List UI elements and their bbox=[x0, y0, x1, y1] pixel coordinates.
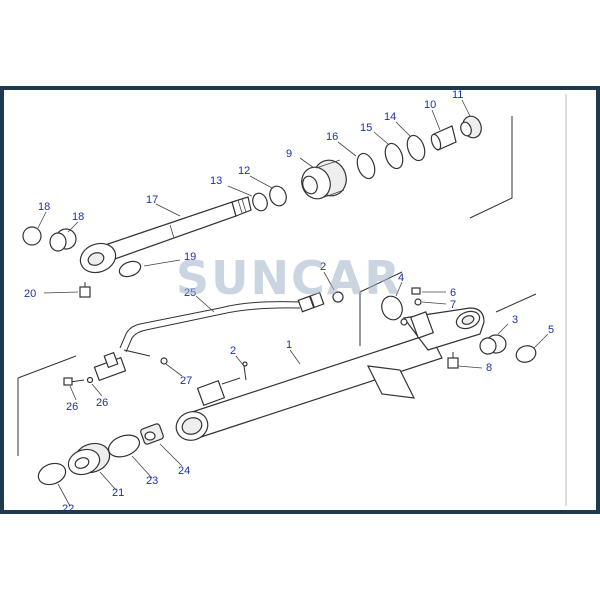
callout-15: 16 bbox=[326, 131, 338, 143]
callout-4-upper: 4 bbox=[398, 272, 404, 284]
part-10-bushing bbox=[460, 115, 482, 139]
callout-4-lower: 5 bbox=[548, 324, 554, 336]
upper-bracket-line bbox=[469, 116, 513, 219]
part-24-hose bbox=[119, 301, 301, 349]
part-2-oring-lower bbox=[242, 361, 248, 381]
callout-7: 8 bbox=[486, 362, 492, 374]
callout-10: 11 bbox=[452, 89, 463, 101]
part-1-cylinder-tube bbox=[175, 307, 485, 441]
part-6-washer-lower bbox=[400, 318, 408, 326]
part-3-bushing bbox=[479, 334, 507, 355]
callout-16: 17 bbox=[146, 194, 158, 206]
part-24-hose-outline bbox=[125, 307, 301, 353]
callout-8: 9 bbox=[286, 148, 292, 160]
part-8-piston bbox=[301, 159, 347, 200]
lower-left-bracket-top bbox=[17, 355, 77, 379]
part-9-bushing bbox=[430, 125, 457, 151]
part-23-nut bbox=[140, 423, 164, 445]
callout-13: 14 bbox=[384, 111, 396, 123]
callout-5: 6 bbox=[450, 287, 456, 299]
part-15-oring bbox=[356, 152, 376, 180]
part-14-ring bbox=[384, 142, 404, 170]
part-26-washer bbox=[86, 376, 94, 384]
part-18-seal-right bbox=[118, 260, 142, 278]
callout-2-upper: 2 bbox=[320, 261, 326, 273]
part-7-fitting bbox=[447, 352, 459, 369]
part-4-ring-lower bbox=[515, 345, 537, 363]
part-19-fitting bbox=[79, 282, 91, 298]
part-6-washer bbox=[414, 298, 422, 306]
callout-18-lower: 19 bbox=[184, 251, 196, 263]
hose-upper-connector bbox=[297, 291, 325, 313]
hose-clamp bbox=[93, 349, 151, 382]
callout-19: 20 bbox=[24, 288, 36, 300]
callout-26: 26 bbox=[96, 397, 108, 409]
part-17-bushing bbox=[49, 228, 77, 252]
part-18-seal-left bbox=[22, 226, 42, 246]
callout-22: 23 bbox=[146, 475, 158, 487]
part-5-bolt bbox=[411, 287, 421, 295]
callout-18-upper: 18 bbox=[38, 201, 50, 213]
callout-25: 26 bbox=[66, 401, 78, 413]
lower-right-line bbox=[495, 293, 537, 313]
part-21-ring bbox=[37, 462, 67, 486]
hose-lower-block bbox=[196, 377, 241, 406]
leader-lines bbox=[37, 99, 549, 507]
callout-3: 3 bbox=[512, 314, 518, 326]
callout-2-lower: 2 bbox=[230, 345, 236, 357]
part-13-ring bbox=[406, 134, 426, 162]
callout-9: 10 bbox=[424, 99, 436, 111]
callout-11: 12 bbox=[238, 165, 250, 177]
callout-labels: 11 10 14 15 16 9 12 13 17 18 18 19 20 25… bbox=[24, 89, 554, 514]
part-12-ring bbox=[252, 192, 268, 212]
callout-27: 27 bbox=[180, 375, 192, 387]
mounting-plate bbox=[366, 365, 416, 399]
callout-20: 21 bbox=[112, 487, 124, 499]
part-27-oring bbox=[160, 357, 168, 365]
exploded-parts-diagram: 11 10 14 15 16 9 12 13 17 18 18 19 20 25… bbox=[0, 86, 600, 514]
part-2-oring-upper bbox=[332, 291, 344, 303]
right-bracket-line bbox=[359, 271, 403, 346]
part-11-ring bbox=[269, 185, 287, 207]
part-25-bolt bbox=[63, 377, 85, 386]
part-22-ring bbox=[107, 434, 141, 458]
part-4-ring-upper bbox=[381, 295, 403, 321]
callout-12: 13 bbox=[210, 175, 222, 187]
part-16-piston-rod bbox=[79, 196, 252, 274]
diagram-frame: 11 10 14 15 16 9 12 13 17 18 18 19 20 25… bbox=[0, 86, 600, 514]
callout-6: 7 bbox=[450, 299, 456, 311]
watermark: SUNCAR bbox=[176, 251, 402, 305]
callout-1: 1 bbox=[286, 339, 292, 351]
callout-23: 24 bbox=[178, 465, 190, 477]
part-20-piston bbox=[67, 442, 111, 476]
callout-21: 22 bbox=[62, 503, 74, 514]
callout-17: 18 bbox=[72, 211, 84, 223]
callout-14: 15 bbox=[360, 122, 372, 134]
callout-24: 25 bbox=[184, 287, 196, 299]
